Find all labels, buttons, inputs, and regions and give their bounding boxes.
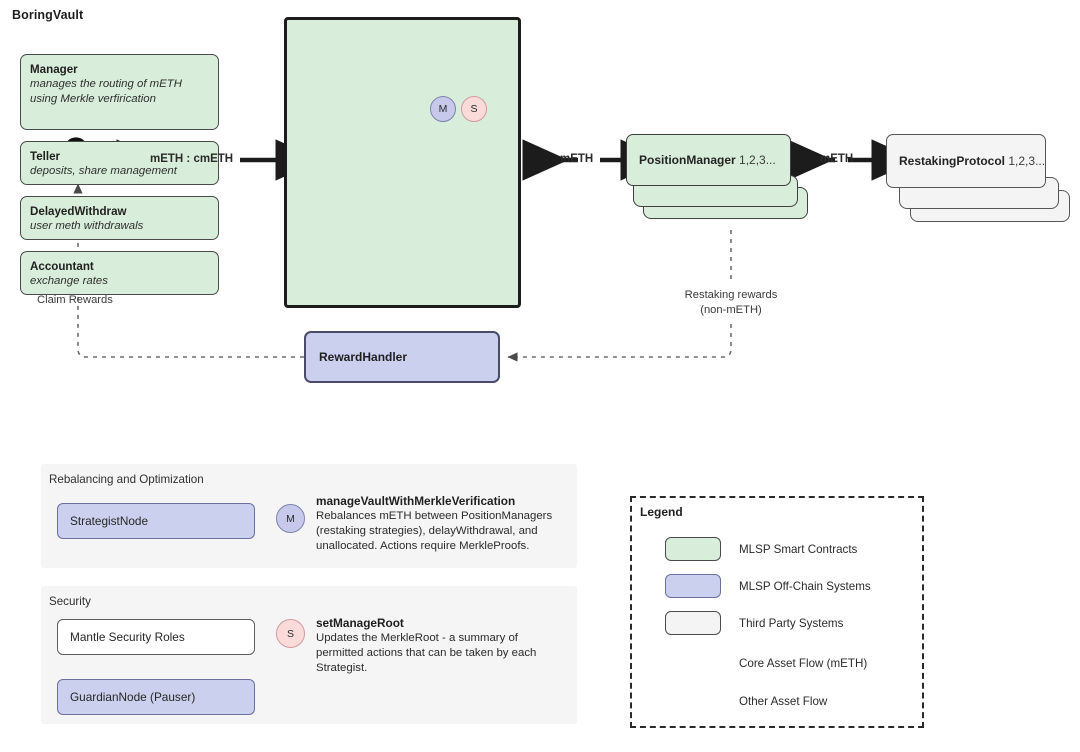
legend-title: Legend [640, 505, 683, 519]
legend-label-core-asset-flow: Core Asset Flow (mETH) [739, 657, 868, 670]
rewardhandler-label: RewardHandler [319, 350, 408, 364]
legend-label-smart-contracts: MLSP Smart Contracts [739, 543, 858, 556]
item-mantle-security-roles[interactable]: Mantle Security Roles [57, 619, 255, 655]
teller-title: Teller [30, 150, 61, 163]
vault-component-delayedwithdraw[interactable]: DelayedWithdraw user meth withdrawals [20, 196, 219, 240]
vault-component-teller[interactable]: Teller deposits, share management [20, 141, 219, 185]
teller-desc: deposits, share management [30, 165, 177, 177]
legend-label-third-party: Third Party Systems [739, 617, 844, 630]
vault-component-manager[interactable]: Manager manages the routing of mETH usin… [20, 54, 219, 130]
legend-swatch-smart-contracts [665, 537, 721, 561]
legend-label-offchain-systems: MLSP Off-Chain Systems [739, 580, 871, 593]
accountant-title: Accountant [30, 260, 94, 273]
positionmanager-label: PositionManager [639, 153, 736, 167]
panel-rebalancing-title: Rebalancing and Optimization [49, 473, 204, 486]
flow-label-meth-cmeth: mETH : cmETH [150, 153, 234, 165]
legend-swatch-third-party [665, 611, 721, 635]
flow-label-position-restaking: mETH [820, 153, 854, 165]
panel-rebalancing-badge-m[interactable]: M [276, 504, 305, 533]
restakingprotocol-suffix: 1,2,3... [1008, 154, 1046, 168]
flow-label-claim-rewards: Claim Rewards [37, 294, 113, 306]
dashed-restaking-rewards-2 [507, 324, 732, 362]
panel-security-badge-s[interactable]: S [276, 619, 305, 648]
positionmanager-suffix: 1,2,3... [739, 153, 776, 167]
item-guardiannode-pauser[interactable]: GuardianNode (Pauser) [57, 679, 255, 715]
manager-title: Manager [30, 63, 78, 76]
panel-security-title: Security [49, 595, 91, 608]
delayedwithdraw-title: DelayedWithdraw [30, 205, 127, 218]
manager-badge-m[interactable]: M [430, 96, 456, 122]
delayedwithdraw-desc: user meth withdrawals [30, 220, 144, 232]
boringvault-container[interactable] [284, 17, 521, 308]
rewardhandler-node[interactable]: RewardHandler [304, 331, 500, 383]
legend-label-other-asset-flow: Other Asset Flow [739, 695, 828, 708]
legend-swatch-offchain-systems [665, 574, 721, 598]
manager-desc: manages the routing of mETH using Merkle… [30, 78, 182, 105]
flow-label-restaking-rewards-sub: (non-mETH) [700, 304, 762, 316]
item-strategistnode[interactable]: StrategistNode [57, 503, 255, 539]
boringvault-title: BoringVault [12, 8, 84, 22]
restakingprotocol-node[interactable]: RestakingProtocol 1,2,3... [886, 134, 1046, 188]
accountant-desc: exchange rates [30, 275, 108, 287]
restakingprotocol-label: RestakingProtocol [899, 154, 1006, 168]
action-desc-managevault: Rebalances mETH between PositionManagers… [316, 510, 553, 553]
flow-label-restaking-rewards: Restaking rewards [684, 289, 778, 301]
action-desc-setmanageroot: Updates the MerkleRoot - a summary of pe… [316, 632, 537, 675]
vault-component-accountant[interactable]: Accountant exchange rates [20, 251, 219, 295]
flow-label-vault-position: mETH [560, 153, 594, 165]
action-title-setmanageroot: setManageRoot [316, 616, 404, 630]
action-title-managevault: manageVaultWithMerkleVerification [316, 494, 516, 508]
positionmanager-node[interactable]: PositionManager 1,2,3... [626, 134, 791, 186]
manager-badge-s[interactable]: S [461, 96, 487, 122]
